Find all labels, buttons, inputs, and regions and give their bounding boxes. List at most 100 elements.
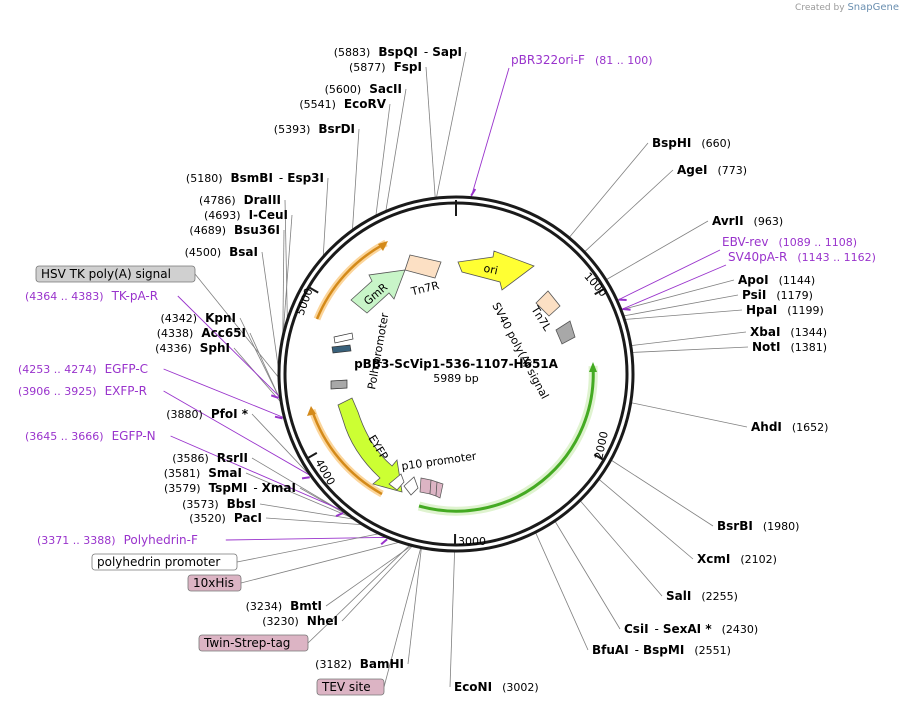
- site-noti[interactable]: NotI(1381): [752, 340, 827, 354]
- site-name: BsrDI: [318, 122, 355, 136]
- site-ecorv[interactable]: (5541)EcoRV: [299, 97, 386, 111]
- sv40-polya-feature[interactable]: [555, 320, 576, 345]
- primer-range: (81 .. 100): [595, 54, 653, 67]
- site-apoi[interactable]: ApoI(1144): [738, 273, 815, 287]
- feature-tag-10xhis[interactable]: 10xHis: [187, 574, 242, 592]
- site-xbai[interactable]: XbaI(1344): [750, 325, 827, 339]
- site-nhei[interactable]: (3230)NheI: [262, 614, 338, 628]
- site-bsai[interactable]: (4500)BsaI: [185, 245, 258, 259]
- site-name: NheI: [307, 614, 338, 628]
- tev-site-feature[interactable]: [435, 481, 444, 499]
- site-psii[interactable]: PsiI(1179): [742, 288, 813, 302]
- primer-range: (1143 .. 1162): [797, 251, 876, 264]
- primer-mark: [301, 476, 310, 480]
- site-label: (5393)BsrDI: [274, 122, 355, 136]
- primer-exfp-r[interactable]: (3906 .. 3925)EXFP-R: [18, 384, 147, 398]
- site-xcmi[interactable]: XcmI(2102): [697, 552, 777, 566]
- site-label: BfuAI-BspMI(2551): [592, 643, 731, 657]
- site-leader: [284, 199, 288, 321]
- site-position: (4689): [189, 224, 226, 237]
- site-name: DraIII: [244, 193, 281, 207]
- site-position: (3880): [166, 408, 203, 421]
- site-position: (3586): [172, 452, 209, 465]
- feature-tag-twin-strep-tag[interactable]: Twin-Strep-tag: [198, 634, 309, 652]
- feature-arc-lower[interactable]: [310, 409, 383, 496]
- site-position: (3002): [502, 681, 539, 694]
- site-sali[interactable]: SalI(2255): [666, 589, 738, 603]
- site-bbsi[interactable]: (3573)BbsI: [182, 497, 256, 511]
- site-pfoi[interactable]: (3880)PfoI *: [166, 407, 248, 421]
- site-leader: [351, 128, 360, 231]
- site-name: NotI: [752, 340, 781, 354]
- site-leader: [630, 402, 748, 428]
- primer-ebv-rev[interactable]: EBV-rev(1089 .. 1108): [722, 235, 857, 249]
- feature-tag-tev-site[interactable]: TEV site: [316, 678, 385, 696]
- gmr-feature[interactable]: [350, 269, 406, 314]
- site-fspi[interactable]: (5877)FspI: [349, 60, 422, 74]
- primer-label: (3645 .. 3666)EGFP-N: [25, 429, 156, 443]
- primer-egfp-c[interactable]: (4253 .. 4274)EGFP-C: [18, 362, 148, 376]
- feature-tag-leader: [240, 541, 401, 584]
- site-name: BspHI: [652, 136, 691, 150]
- site-paci[interactable]: (3520)PacI: [189, 511, 262, 525]
- site-name: EcoNI: [454, 680, 492, 694]
- feature-arc-upper[interactable]: [315, 241, 387, 320]
- site-label: SalI(2255): [666, 589, 738, 603]
- site-bmti[interactable]: (3234)BmtI: [246, 599, 322, 613]
- his-tag-feature[interactable]: [419, 477, 432, 495]
- site-bspqi[interactable]: (5883)BspQI-SapI: [334, 45, 462, 59]
- site-name: SmaI: [208, 466, 242, 480]
- site-agei[interactable]: AgeI(773): [677, 163, 747, 177]
- primer-polyhedrin-f[interactable]: (3371 .. 3388)Polyhedrin-F: [37, 533, 198, 547]
- site-i-ceui[interactable]: (4693)I-CeuI: [204, 208, 288, 222]
- feature-tag-leader: [307, 544, 411, 644]
- tn7l-feature[interactable]: [535, 290, 561, 317]
- site-ahdi[interactable]: AhdI(1652): [751, 420, 828, 434]
- primer-tk-pa-r[interactable]: (4364 .. 4383)TK-pA-R: [25, 289, 158, 303]
- site-bsrdi[interactable]: (5393)BsrDI: [274, 122, 355, 136]
- site-bsphi[interactable]: BspHI(660): [652, 136, 731, 150]
- primer-pbr322ori-f[interactable]: pBR322ori-F(81 .. 100): [511, 53, 653, 67]
- feature-tag-label: HSV TK poly(A) signal: [41, 267, 171, 281]
- insert-arc[interactable]: [418, 365, 595, 513]
- site-acc65i[interactable]: (4338)Acc65I: [157, 326, 246, 340]
- site-smai[interactable]: (3581)SmaI: [164, 466, 242, 480]
- site-position: (3520): [189, 512, 226, 525]
- site-hpai[interactable]: HpaI(1199): [746, 303, 824, 317]
- hsv-tk-polya-feature[interactable]: [330, 379, 348, 390]
- polh-promoter-feature[interactable]: [331, 344, 352, 354]
- feature-tag-box: [35, 265, 196, 283]
- site-sacii[interactable]: (5600)SacII: [325, 82, 402, 96]
- feature-tag-leader: [383, 547, 422, 688]
- site-sphi[interactable]: (4336)SphI: [155, 341, 230, 355]
- site-kpni[interactable]: (4342)KpnI: [161, 311, 236, 325]
- site-bsrbi[interactable]: BsrBI(1980): [717, 519, 799, 533]
- feature-tag-hsv-tk-poly-a-signal[interactable]: HSV TK poly(A) signal: [35, 265, 196, 283]
- site-rsrii[interactable]: (3586) RsrII: [172, 451, 248, 465]
- primer-label: (3371 .. 3388)Polyhedrin-F: [37, 533, 198, 547]
- site-position: (5541): [299, 98, 336, 111]
- site-bfuai[interactable]: BfuAI-BspMI(2551): [592, 643, 731, 657]
- site-bamhi[interactable]: (3182)BamHI: [315, 657, 404, 671]
- tn7r-feature[interactable]: [404, 254, 442, 279]
- site-name: XbaI: [750, 325, 780, 339]
- site-bsu36i[interactable]: (4689)Bsu36I: [189, 223, 280, 237]
- site-name: BsaI: [229, 245, 258, 259]
- site-draiii[interactable]: (4786)DraIII: [199, 193, 281, 207]
- site-csii[interactable]: CsiI-SexAI *(2430): [624, 622, 758, 636]
- insert-arc-halo: [417, 365, 598, 516]
- primer-egfp-n[interactable]: (3645 .. 3666)EGFP-N: [25, 429, 156, 443]
- site-avrii[interactable]: AvrII(963): [712, 214, 783, 228]
- primer-leader: [620, 264, 727, 311]
- primer-sv40pa-r[interactable]: SV40pA-R(1143 .. 1162): [728, 250, 876, 264]
- site-tspmi[interactable]: (3579)TspMI-XmaI: [164, 481, 296, 495]
- site-position: (5883): [334, 46, 371, 59]
- site-position: (1980): [763, 520, 800, 533]
- feature-tag-polyhedrin-promoter[interactable]: polyhedrin promoter: [91, 553, 238, 571]
- ori-feature[interactable]: [457, 250, 535, 291]
- site-bsmbi[interactable]: (5180)BsmBI-Esp3I: [186, 171, 324, 185]
- site-name: RsrII: [217, 451, 248, 465]
- map-labels: (5883)BspQI-SapI(5877)FspI(5600)SacII(55…: [18, 45, 876, 696]
- site-econi[interactable]: EcoNI (3002): [454, 680, 539, 694]
- primer-mark: [380, 538, 388, 546]
